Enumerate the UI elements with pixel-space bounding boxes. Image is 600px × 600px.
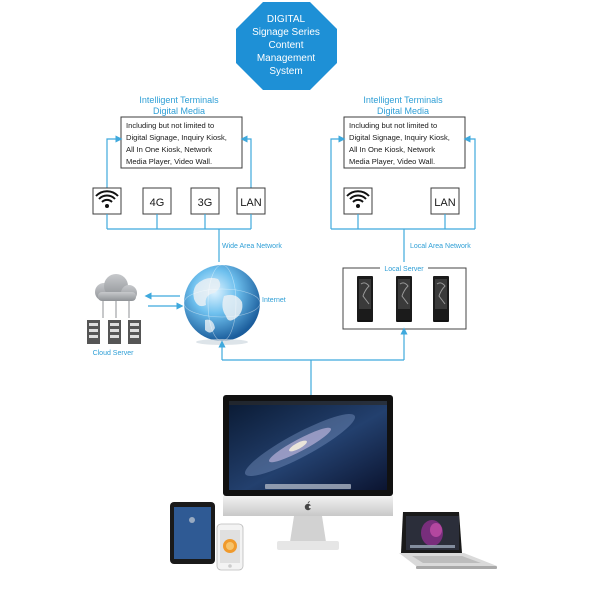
cloud-server: Cloud Server	[87, 274, 141, 357]
internet-globe: Internet	[183, 264, 286, 345]
server-rack-icon	[87, 320, 100, 344]
right-terminals-panel: Intelligent Terminals Digital Media Incl…	[330, 95, 476, 262]
kiosk-icon	[433, 276, 449, 322]
right-body-line-1: Including but not limited to	[349, 121, 437, 130]
title-line-4: Management	[257, 53, 316, 64]
right-lan-label: LAN	[434, 197, 455, 209]
right-lan-connector-box	[430, 187, 460, 215]
cloud-icon	[95, 274, 137, 301]
phone-device	[216, 523, 244, 571]
tablet-device	[170, 502, 215, 564]
local-server-label: Local Server	[384, 266, 424, 273]
left-body-line-1: Including but not limited to	[126, 121, 214, 130]
laptop-device	[399, 512, 497, 569]
desktop-computer	[223, 395, 393, 550]
wan-label: Wide Area Network	[222, 243, 282, 250]
cloud-server-label: Cloud Server	[93, 350, 135, 357]
title-badge: DIGITAL Signage Series Content Managemen…	[236, 2, 337, 90]
left-body-line-4: Media Player, Video Wall.	[126, 157, 212, 166]
local-server: Local Server	[342, 263, 467, 330]
title-line-1: DIGITAL	[267, 14, 306, 25]
internet-label: Internet	[262, 297, 286, 304]
right-body-line-4: Media Player, Video Wall.	[349, 157, 435, 166]
right-heading-2: Digital Media	[377, 106, 429, 116]
title-line-3: Content	[268, 40, 303, 51]
left-terminals-panel: Intelligent Terminals Digital Media Incl…	[92, 95, 282, 262]
right-description-box	[343, 116, 466, 169]
4g-connector-box	[142, 187, 172, 215]
wifi-icon	[346, 190, 370, 208]
title-line-2: Signage Series	[252, 27, 320, 38]
title-octagon	[236, 2, 337, 90]
left-heading-2: Digital Media	[153, 106, 205, 116]
left-heading-1: Intelligent Terminals	[139, 95, 219, 105]
title-line-5: System	[269, 66, 302, 77]
right-body-line-2: Digital Signage, Inquiry Kiosk,	[349, 133, 450, 142]
right-heading-1: Intelligent Terminals	[363, 95, 443, 105]
3g-connector-box	[190, 187, 220, 215]
server-rack-icon	[128, 320, 141, 344]
left-body-line-2: Digital Signage, Inquiry Kiosk,	[126, 133, 227, 142]
right-body-line-3: All In One Kiosk, Network	[349, 145, 435, 154]
wifi-icon	[95, 190, 119, 208]
kiosk-icon	[396, 276, 412, 322]
apple-logo-icon	[304, 501, 312, 511]
left-lan-connector-box	[236, 187, 266, 215]
3g-label: 3G	[198, 197, 213, 209]
left-lan-label: LAN	[240, 197, 261, 209]
left-body-line-3: All In One Kiosk, Network	[126, 145, 212, 154]
server-rack-icon	[108, 320, 121, 344]
4g-label: 4G	[150, 197, 165, 209]
lan-network-label: Local Area Network	[410, 243, 471, 250]
kiosk-icon	[357, 276, 373, 322]
